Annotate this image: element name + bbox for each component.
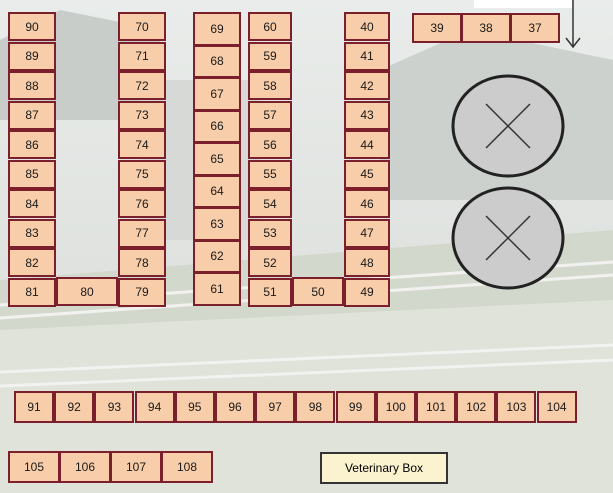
stall-61[interactable]: 61	[193, 272, 241, 306]
stall-59[interactable]: 59	[248, 42, 292, 71]
stall-54[interactable]: 54	[248, 189, 292, 218]
stall-43[interactable]: 43	[344, 101, 390, 130]
stall-60[interactable]: 60	[248, 12, 292, 41]
stall-98[interactable]: 98	[295, 391, 335, 423]
stall-79[interactable]: 79	[118, 278, 166, 307]
stall-96[interactable]: 96	[215, 391, 255, 423]
stall-80[interactable]: 80	[56, 277, 118, 306]
down-arrow-icon	[563, 0, 583, 52]
stall-78[interactable]: 78	[118, 248, 166, 277]
stall-67[interactable]: 67	[193, 77, 241, 111]
stall-84[interactable]: 84	[8, 189, 56, 218]
stall-75[interactable]: 75	[118, 160, 166, 189]
stall-105[interactable]: 105	[8, 451, 60, 483]
stall-104[interactable]: 104	[537, 391, 577, 423]
stall-45[interactable]: 45	[344, 160, 390, 189]
x-circle-2	[451, 186, 565, 290]
stall-66[interactable]: 66	[193, 110, 241, 144]
stall-58[interactable]: 58	[248, 71, 292, 100]
stall-50[interactable]: 50	[292, 277, 344, 306]
stall-89[interactable]: 89	[8, 42, 56, 71]
stall-42[interactable]: 42	[344, 71, 390, 100]
stall-100[interactable]: 100	[376, 391, 416, 423]
stall-102[interactable]: 102	[456, 391, 496, 423]
stall-40[interactable]: 40	[344, 12, 390, 41]
stall-88[interactable]: 88	[8, 71, 56, 100]
stall-69[interactable]: 69	[193, 12, 241, 46]
stall-99[interactable]: 99	[336, 391, 376, 423]
stall-49[interactable]: 49	[344, 278, 390, 307]
x-circle-1	[451, 74, 565, 178]
stall-48[interactable]: 48	[344, 248, 390, 277]
stall-93[interactable]: 93	[94, 391, 134, 423]
stall-71[interactable]: 71	[118, 42, 166, 71]
stall-53[interactable]: 53	[248, 219, 292, 248]
stall-39[interactable]: 39	[412, 13, 462, 43]
stall-101[interactable]: 101	[416, 391, 456, 423]
stall-107[interactable]: 107	[110, 451, 162, 483]
stall-85[interactable]: 85	[8, 160, 56, 189]
stall-46[interactable]: 46	[344, 189, 390, 218]
stall-103[interactable]: 103	[496, 391, 536, 423]
stall-86[interactable]: 86	[8, 130, 56, 159]
stall-65[interactable]: 65	[193, 142, 241, 176]
stall-73[interactable]: 73	[118, 101, 166, 130]
stall-72[interactable]: 72	[118, 71, 166, 100]
stall-76[interactable]: 76	[118, 189, 166, 218]
stall-64[interactable]: 64	[193, 175, 241, 209]
stall-63[interactable]: 63	[193, 207, 241, 241]
stall-94[interactable]: 94	[135, 391, 175, 423]
stall-52[interactable]: 52	[248, 248, 292, 277]
stall-95[interactable]: 95	[175, 391, 215, 423]
stall-56[interactable]: 56	[248, 130, 292, 159]
header-strip	[474, 0, 572, 8]
stall-55[interactable]: 55	[248, 160, 292, 189]
stall-81[interactable]: 81	[8, 278, 56, 307]
stall-106[interactable]: 106	[59, 451, 111, 483]
stall-38[interactable]: 38	[461, 13, 511, 43]
stall-108[interactable]: 108	[161, 451, 213, 483]
stall-87[interactable]: 87	[8, 101, 56, 130]
stall-68[interactable]: 68	[193, 45, 241, 79]
stall-77[interactable]: 77	[118, 219, 166, 248]
stall-57[interactable]: 57	[248, 101, 292, 130]
stall-70[interactable]: 70	[118, 12, 166, 41]
stall-74[interactable]: 74	[118, 130, 166, 159]
stall-44[interactable]: 44	[344, 130, 390, 159]
stall-92[interactable]: 92	[54, 391, 94, 423]
stall-82[interactable]: 82	[8, 248, 56, 277]
stall-91[interactable]: 91	[14, 391, 54, 423]
stall-90[interactable]: 90	[8, 12, 56, 41]
stall-83[interactable]: 83	[8, 219, 56, 248]
stall-41[interactable]: 41	[344, 42, 390, 71]
stall-97[interactable]: 97	[255, 391, 295, 423]
stall-47[interactable]: 47	[344, 219, 390, 248]
stall-62[interactable]: 62	[193, 240, 241, 274]
stall-37[interactable]: 37	[510, 13, 560, 43]
veterinary-box: Veterinary Box	[320, 452, 448, 484]
stall-51[interactable]: 51	[248, 278, 292, 307]
